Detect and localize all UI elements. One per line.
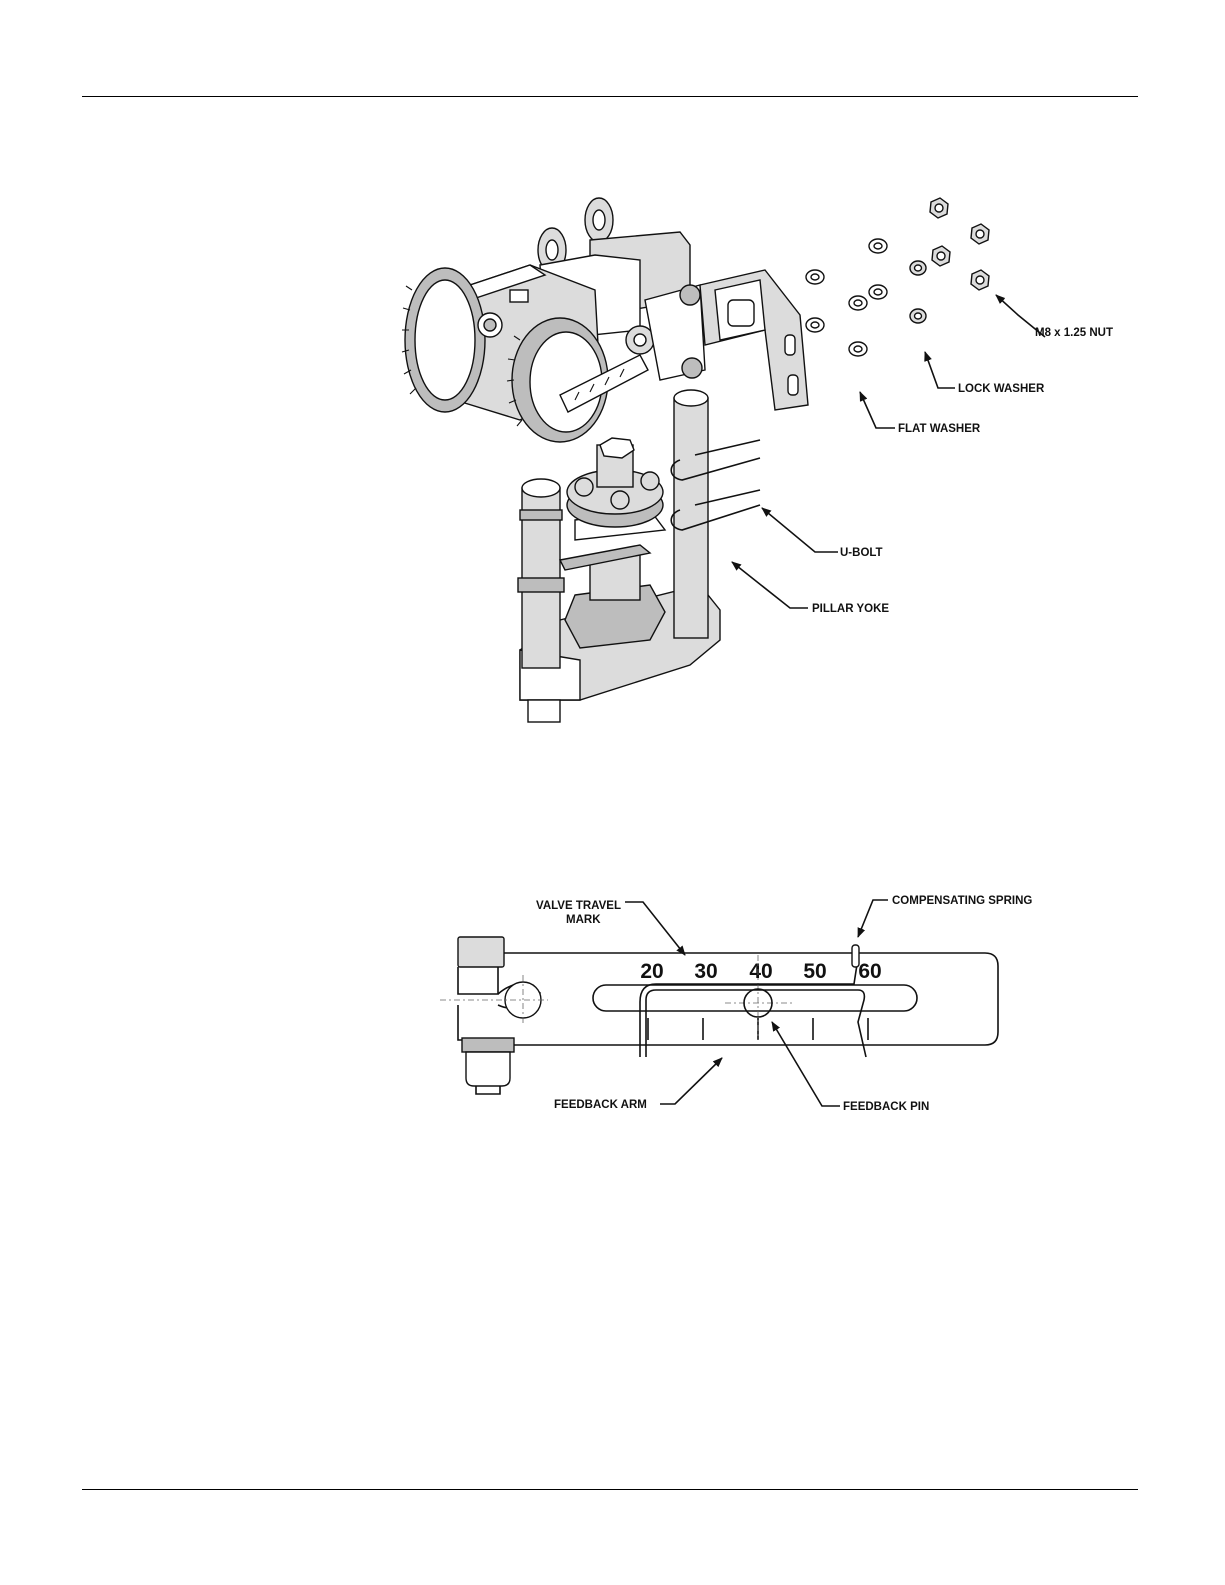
- clamp-block: [458, 937, 504, 967]
- valve-travel-mark-label-line1: VALVE TRAVEL: [536, 900, 621, 912]
- feedback-arm-figure: 20 30 40 50 60 VALVE TRAVEL MARK COMPENS…: [440, 895, 1032, 1113]
- lock-washer-label: LOCK WASHER: [958, 383, 1045, 395]
- compensating-spring-label: COMPENSATING SPRING: [892, 895, 1032, 907]
- feedback-arm-leader: [660, 1058, 722, 1104]
- u-bolt-label: U-BOLT: [840, 547, 883, 559]
- valve-travel-mark-leader: [625, 902, 685, 955]
- feedback-pin-label: FEEDBACK PIN: [843, 1101, 929, 1113]
- figure-2-callouts: VALVE TRAVEL MARK COMPENSATING SPRING FE…: [536, 895, 1032, 1113]
- feedback-arm-label: FEEDBACK ARM: [554, 1099, 647, 1111]
- scale-mark-20: 20: [640, 960, 663, 983]
- pillar-yoke-label: PILLAR YOKE: [812, 603, 889, 615]
- scale-mark-30: 30: [694, 960, 717, 983]
- flat-washer-leader: [860, 392, 895, 428]
- scale-mark-60: 60: [858, 960, 881, 983]
- scale-mark-40: 40: [749, 960, 772, 983]
- clamp-nut: [466, 1052, 510, 1086]
- flat-washer-group: [806, 239, 887, 356]
- u-bolt-leader: [762, 508, 838, 552]
- lock-washer-leader: [925, 352, 955, 388]
- valve-travel-mark-label-line2: MARK: [566, 914, 601, 926]
- hardware-parts: [806, 198, 989, 356]
- compensating-spring-leader: [858, 900, 888, 937]
- positioner-illustration: [402, 198, 808, 442]
- nut-label: M8 x 1.25 NUT: [1035, 327, 1113, 339]
- nut-group: [930, 198, 989, 290]
- lock-washer-group: [910, 261, 926, 323]
- pillar-yoke-leader: [732, 562, 808, 608]
- feedback-pin-leader: [772, 1022, 840, 1106]
- flat-washer-label: FLAT WASHER: [898, 423, 981, 435]
- compensating-spring: [646, 990, 866, 1057]
- mounting-assembly-figure: M8 x 1.25 NUT LOCK WASHER FLAT WASHER U-…: [402, 198, 1113, 722]
- scale-mark-50: 50: [803, 960, 826, 983]
